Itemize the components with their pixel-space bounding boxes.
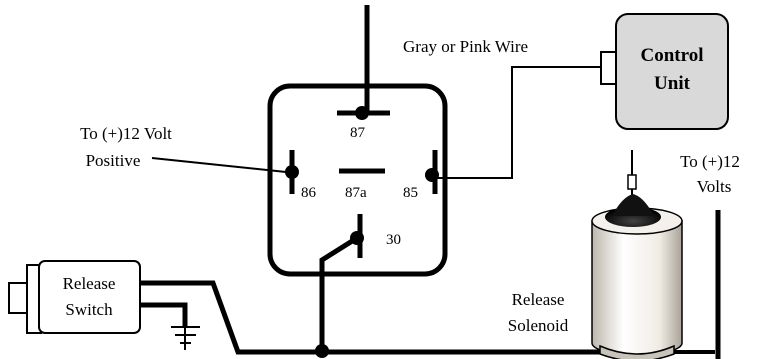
release-solenoid-label-line1: Release xyxy=(512,290,565,309)
release-switch: Release Switch xyxy=(8,260,141,334)
solenoid-body xyxy=(591,220,683,356)
pin-87a-label: 87a xyxy=(345,185,367,201)
positive-label-line1: To (+)12 Volt xyxy=(80,124,172,143)
wire-30-to-bus xyxy=(319,235,359,352)
pin-87-terminal xyxy=(355,106,369,120)
wire-switch-to-bus xyxy=(140,280,645,355)
pin-86-terminal xyxy=(285,165,299,179)
volts-label-line1: To (+)12 xyxy=(680,152,740,171)
wire-switch-ground xyxy=(140,302,188,326)
pin-86-label: 86 xyxy=(301,185,317,201)
ground-symbol xyxy=(171,326,200,350)
pin-85-terminal xyxy=(425,168,439,182)
relay-body xyxy=(267,83,448,277)
solenoid-lead-sleeve xyxy=(627,174,637,190)
positive-label-line2: Positive xyxy=(86,151,141,170)
release-solenoid xyxy=(591,150,683,359)
volts-label-line2: Volts xyxy=(697,177,732,196)
pin-30-label: 30 xyxy=(386,232,401,248)
pin-87-label: 87 xyxy=(350,125,366,141)
wires xyxy=(140,66,721,359)
control-unit: Control Unit xyxy=(600,13,729,130)
release-switch-label-line1: Release xyxy=(63,274,116,293)
pin-85-label: 85 xyxy=(403,185,418,201)
release-solenoid-label-line2: Solenoid xyxy=(508,316,569,335)
wire-label: Gray or Pink Wire xyxy=(403,37,528,56)
bus-junction xyxy=(315,344,329,358)
release-switch-label-line2: Switch xyxy=(65,300,113,319)
control-unit-box xyxy=(615,13,729,130)
positive-leader xyxy=(151,157,287,173)
control-unit-label-line1: Control xyxy=(641,45,704,66)
switch-body xyxy=(38,260,141,334)
control-unit-label-line2: Unit xyxy=(654,73,691,94)
solenoid-cap-dome xyxy=(612,194,654,216)
relay: 87 86 87a 85 30 xyxy=(267,5,448,277)
wire-85-to-control-unit xyxy=(432,66,601,179)
